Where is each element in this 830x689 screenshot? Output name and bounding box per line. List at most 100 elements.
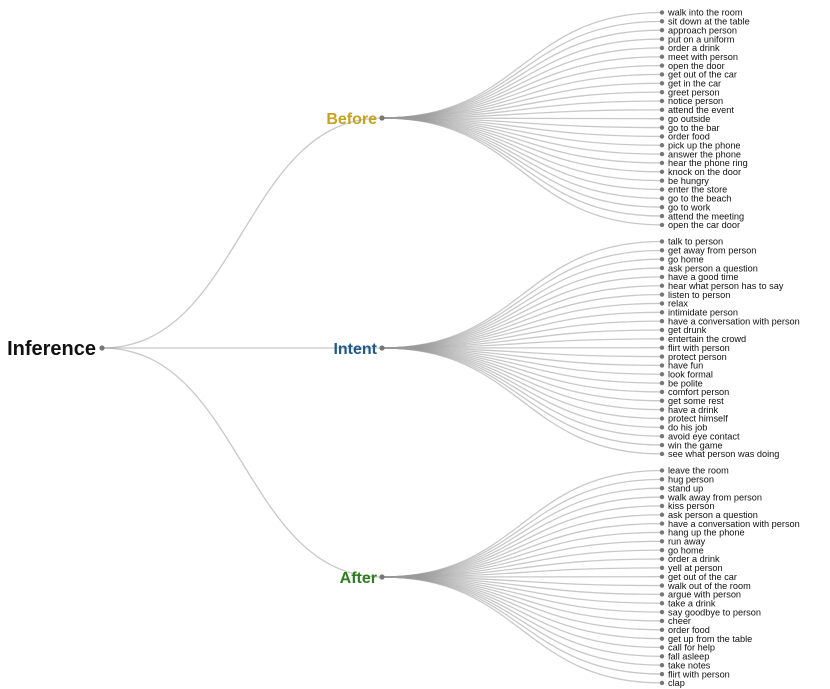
leaf-label: flirt with person [668, 669, 730, 679]
leaf-node-dot [659, 574, 665, 579]
leaf-node-dot [659, 636, 665, 641]
leaf-label: approach person [668, 25, 737, 35]
leaf-label: go outside [668, 114, 710, 124]
leaf-label: call for help [668, 643, 715, 653]
leaf-node-dot [659, 222, 665, 228]
leaf-label: go to work [668, 202, 711, 212]
leaf-label: listen to person [668, 290, 730, 300]
leaf-label: answer the phone [668, 149, 741, 159]
leaf-node-dot [659, 36, 665, 42]
leaf-label: intimidate person [668, 308, 738, 318]
link-after-leaf [381, 576, 663, 684]
link-after-leaf [381, 576, 663, 613]
link-before-leaf [381, 117, 663, 199]
leaf-node-dot [659, 680, 665, 686]
leaf-label: have a drink [668, 405, 718, 415]
leaf-label: go home [668, 254, 704, 264]
leaf-node-dot [659, 539, 665, 544]
leaf-label: order food [668, 132, 710, 142]
leaf-label: ask person a question [668, 510, 758, 520]
leaf-node-dot [659, 160, 665, 166]
leaf-node-dot [659, 310, 665, 315]
leaf-node-dot [659, 434, 665, 439]
leaf-node-dot [659, 530, 665, 535]
leaf-label: say goodbye to person [668, 607, 761, 617]
leaf-label: go to the bar [668, 123, 720, 133]
leaf-node-dot [659, 143, 665, 148]
leaf-label: order food [668, 625, 710, 635]
leaf-label: open the car door [668, 220, 740, 230]
leaf-label: sit down at the table [668, 17, 750, 27]
link-before-leaf [381, 82, 663, 119]
leaf-label: have a good time [668, 272, 739, 282]
leaf-node-dot [659, 283, 665, 288]
leaf-label: be hungry [668, 176, 709, 186]
leaf-label: clap [668, 678, 685, 688]
link-root-to-before [101, 117, 383, 349]
leaf-node-dot [659, 407, 665, 412]
leaf-node-dot [659, 327, 665, 333]
leaf-node-dot [659, 363, 665, 368]
link-intent-leaf [381, 347, 663, 384]
leaf-label: greet person [668, 87, 720, 97]
leaf-label: walk away from person [667, 492, 762, 502]
leaf-node-dot [659, 265, 665, 271]
leaf-label: walk out of the room [667, 581, 751, 591]
leaf-label: be polite [668, 378, 703, 388]
leaf-node-dot [659, 134, 665, 139]
link-intent-leaf [381, 347, 663, 455]
leaf-label: hear the phone ring [668, 158, 748, 168]
leaf-label: take a drink [668, 598, 716, 608]
leaf-node-dot [659, 63, 665, 68]
leaf-node-dot [659, 671, 665, 677]
leaf-label: stand up [668, 483, 703, 493]
link-after-leaf [381, 531, 663, 578]
link-after-leaf [381, 522, 663, 578]
leaf-node-dot [659, 442, 665, 448]
root-node-dot [99, 345, 105, 351]
leaf-node-dot [659, 512, 665, 517]
leaf-node-dot [659, 248, 665, 253]
leaf-label: put on a uniform [668, 34, 735, 44]
leaf-node-dot [659, 10, 665, 15]
link-intent-leaf [381, 347, 663, 446]
leaf-node-dot [659, 547, 665, 553]
leaf-label: yell at person [668, 563, 723, 573]
leaf-node-dot [659, 468, 665, 473]
leaf-label: order a drink [668, 554, 720, 564]
leaf-node-dot [659, 372, 665, 377]
leaf-label: notice person [668, 96, 723, 106]
leaf-node-dot [659, 503, 665, 509]
leaf-node-dot [659, 116, 665, 121]
leaf-label: see what person was doing [668, 449, 779, 459]
leaf-label: get drunk [668, 325, 707, 335]
branch-label-before: Before [326, 111, 377, 128]
leaf-node-dot [659, 54, 665, 59]
link-before-leaf [381, 117, 663, 217]
leaf-node-dot [659, 89, 665, 95]
link-after-leaf [381, 469, 663, 578]
leaf-node-dot [659, 645, 665, 650]
leaf-node-dot [659, 477, 665, 482]
leaf-node-dot [659, 187, 665, 192]
leaf-node-dot [659, 425, 665, 430]
leaf-node-dot [659, 601, 665, 606]
leaf-node-dot [659, 28, 665, 33]
leaf-label: order a drink [668, 43, 720, 53]
leaf-node-dot [659, 609, 665, 615]
leaf-label: entertain the crowd [668, 334, 746, 344]
link-root-to-after [101, 347, 383, 578]
link-before-leaf [381, 73, 663, 119]
leaf-node-dot [659, 81, 665, 86]
leaf-node-dot [659, 451, 665, 457]
leaf-label: talk to person [668, 237, 723, 247]
branch-node-dot [379, 115, 385, 121]
leaf-node-dot [659, 45, 665, 51]
leaf-label: attend the meeting [668, 211, 744, 221]
leaf-label: get out of the car [668, 70, 737, 80]
leaf-node-dot [659, 565, 665, 571]
leaf-label: leave the room [668, 466, 729, 476]
leaf-label: do his job [668, 423, 707, 433]
leaf-node-dot [659, 416, 665, 421]
